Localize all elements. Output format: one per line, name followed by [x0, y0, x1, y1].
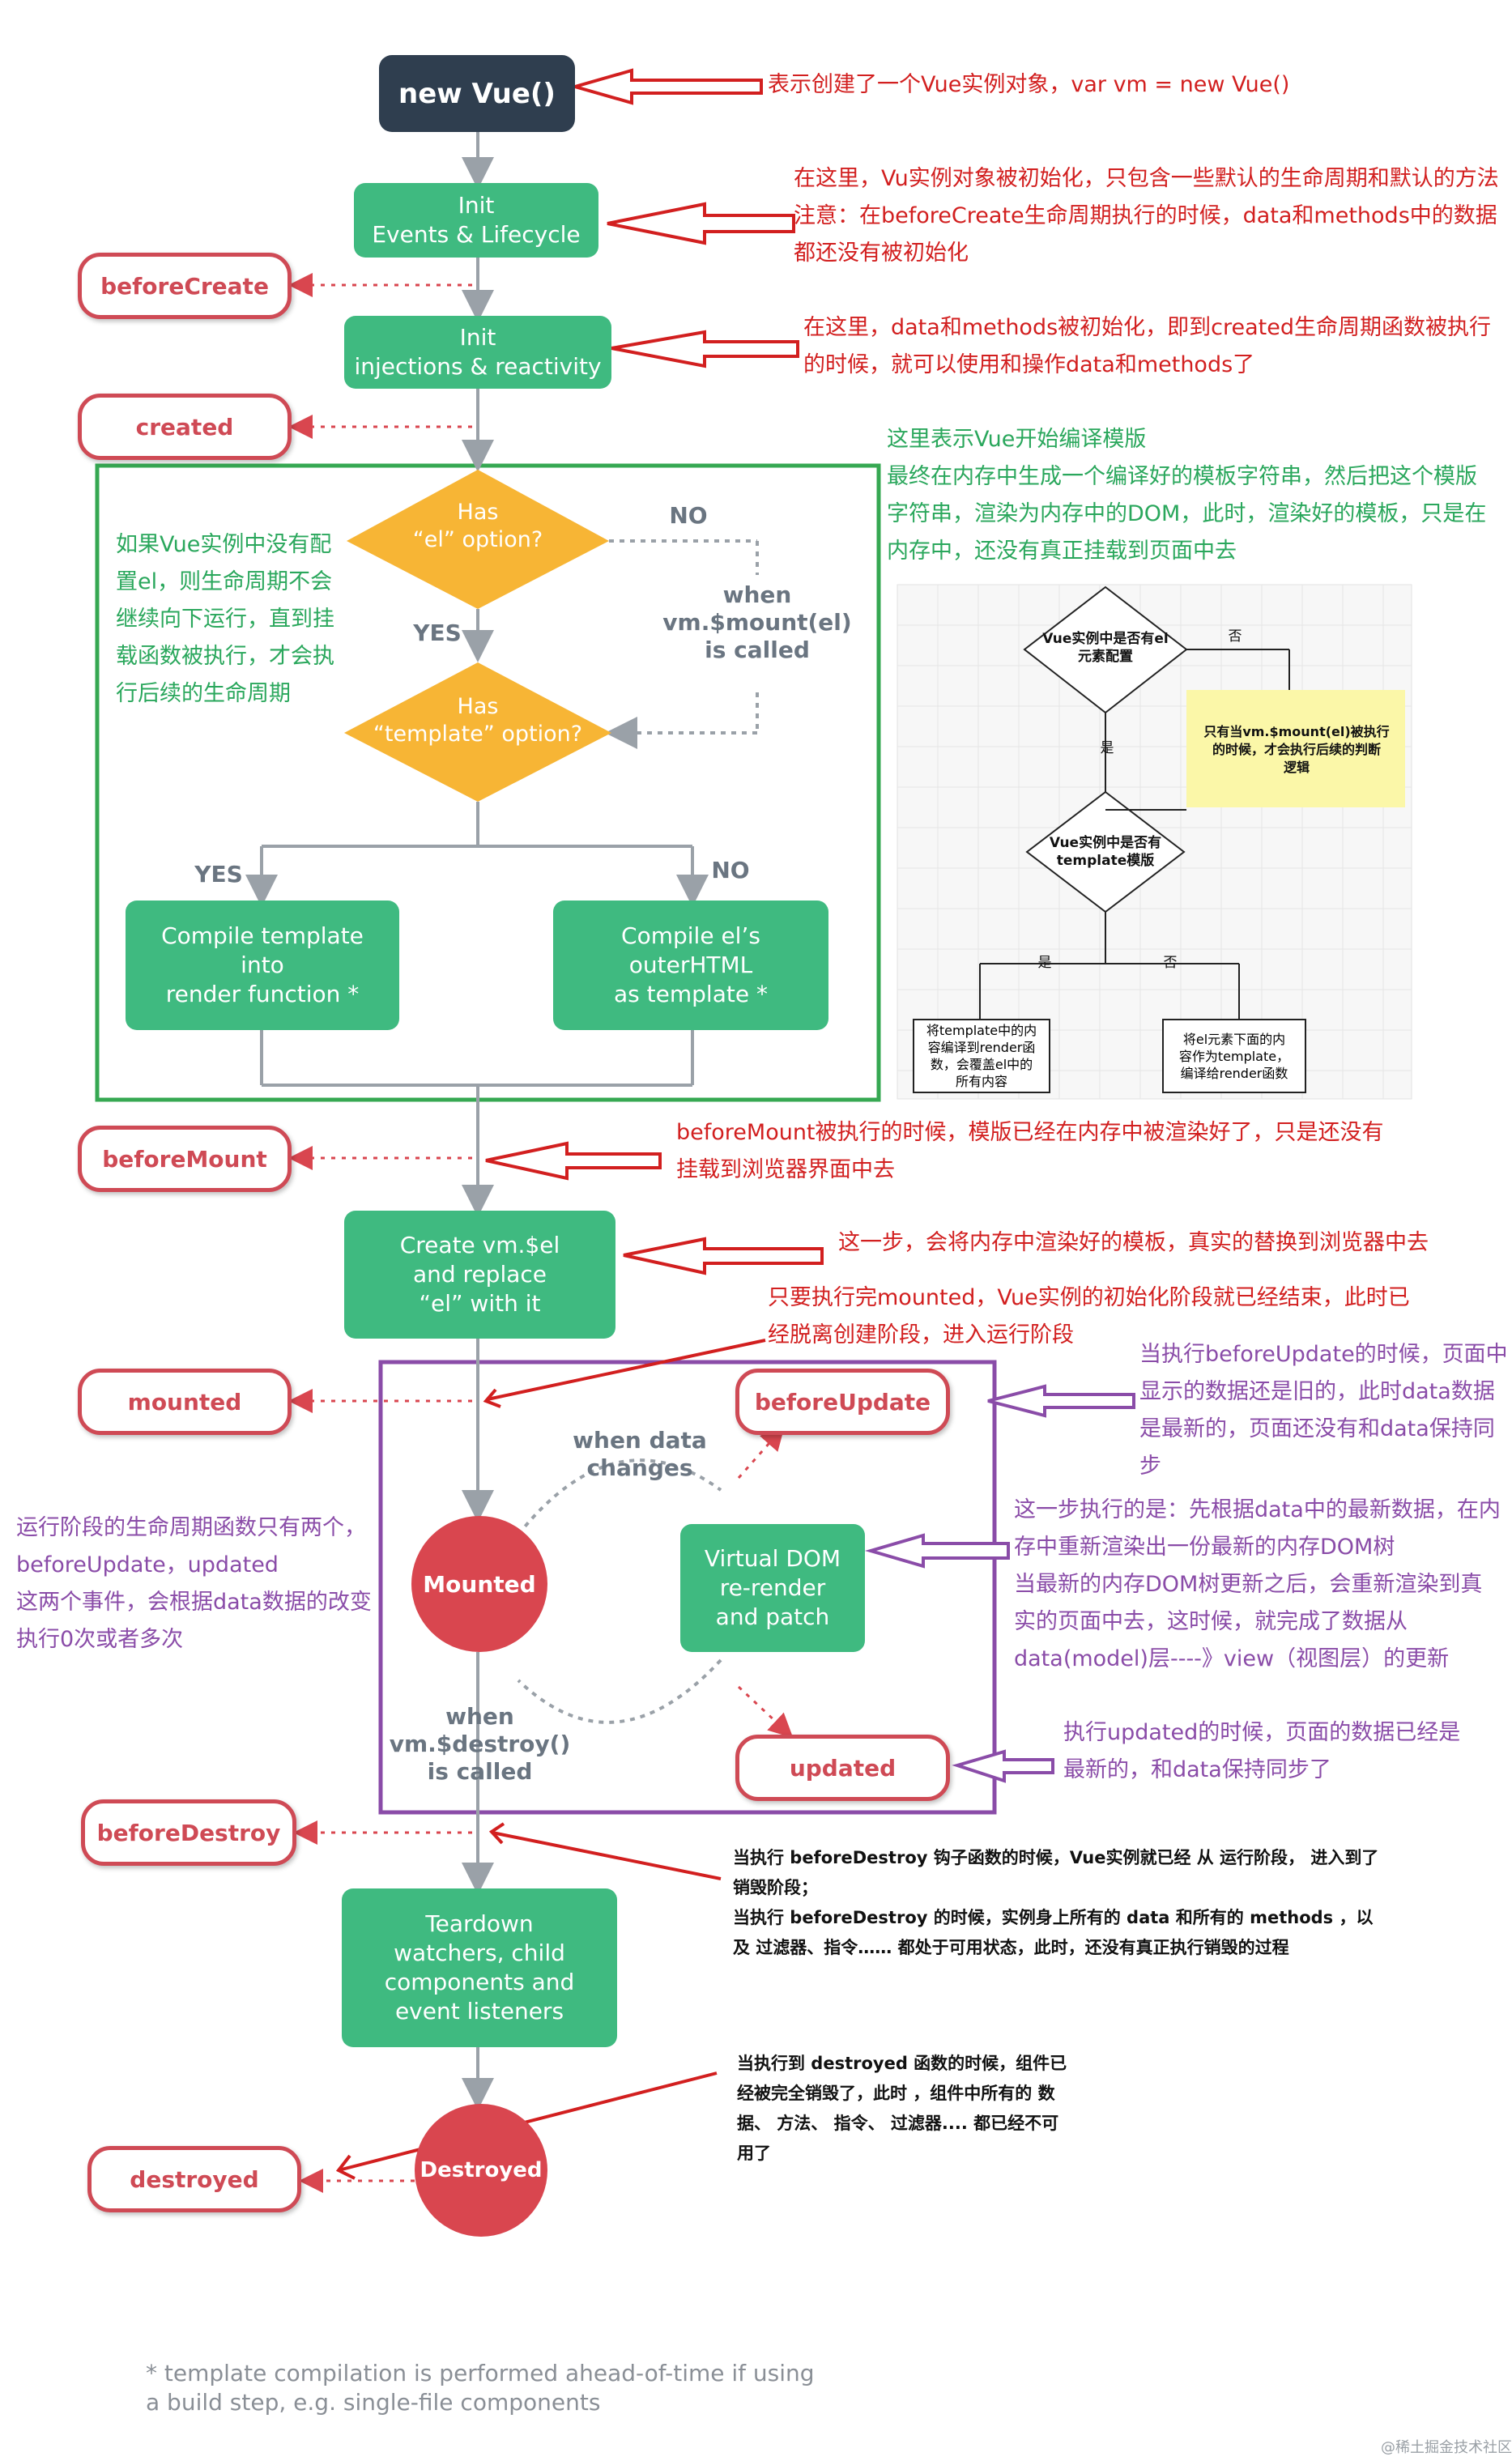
- hook-before-mount: beforeMount: [78, 1126, 292, 1192]
- hook-before-update: beforeUpdate: [735, 1369, 950, 1435]
- hook-destroyed: destroyed: [87, 2146, 301, 2212]
- mounted-circle: Mounted: [411, 1516, 547, 1652]
- update-loop: [517, 1458, 722, 1724]
- note-compile: 这里表示Vue开始编译模版 最终在内存中生成一个编译好的模板字符串，然后把这个模…: [887, 427, 1487, 564]
- create-el-node: Create vm.$el and replace “el” with it: [344, 1211, 615, 1339]
- note-created: 在这里，data和methods被初始化，即到created生命周期函数被执行 …: [803, 315, 1491, 377]
- note-before-update: 当执行beforeUpdate的时候，页面中 显示的数据还是旧的，此时data数…: [1139, 1342, 1508, 1479]
- note-before-mount: beforeMount被执行的时候，模版已经在内存中被渲染好了，只是还没有 挂载…: [676, 1120, 1384, 1182]
- mini-flow-panel: [897, 584, 1412, 1100]
- has-el-text: Has “el” option?: [412, 500, 543, 552]
- label-yes-el: YES: [413, 620, 462, 646]
- mini-yes2: 是: [1037, 955, 1052, 971]
- note-updated: 执行updated的时候，页面的数据已经是 最新的，和data保持同步了: [1063, 1720, 1461, 1782]
- note-mounted: 只要执行完mounted，Vue实例的初始化阶段就已经结束，此时已 经脱离创建阶…: [768, 1285, 1410, 1348]
- new-vue-node: new Vue(): [379, 55, 575, 132]
- compile-template-node: Compile template into render function *: [126, 901, 399, 1030]
- label-no-template: NO: [711, 857, 750, 883]
- mini-q2: Vue实例中是否有 template模版: [1049, 835, 1162, 869]
- mini-box1: 将template中的内 容编译到render函 数，会覆盖el中的 所有内容: [913, 1019, 1050, 1093]
- has-el-diamond: [347, 470, 609, 609]
- has-template-text: Has “template” option?: [373, 694, 583, 747]
- mini-yes1: 是: [1100, 740, 1114, 756]
- label-when-mount: when vm.$mount(el) is called: [662, 581, 852, 663]
- note-no-el: 如果Vue实例中没有配 置el，则生命周期不会 继续向下运行，直到挂 载函数被执…: [116, 532, 334, 706]
- note-running: 运行阶段的生命周期函数只有两个， beforeUpdate，updated 这两…: [16, 1515, 372, 1652]
- label-yes-template: YES: [194, 861, 243, 888]
- purple-arrows: [864, 1384, 1135, 1783]
- mini-sticky: 只有当vm.$mount(el)被执行 的时候，才会执行后续的判断 逻辑: [1203, 724, 1390, 775]
- label-no-el: NO: [669, 502, 708, 529]
- compile-el-node: Compile el’s outerHTML as template *: [553, 901, 828, 1030]
- init-injections-node: Init injections & reactivity: [344, 316, 611, 389]
- main-connectors: [245, 132, 709, 2110]
- mini-no1: 否: [1228, 628, 1242, 645]
- running-phase-frame: [378, 1360, 997, 1815]
- note-destroyed: 当执行到 destroyed 函数的时候，组件已 经被完全销毁了，此时 ，组件中…: [737, 2054, 1067, 2163]
- teardown-node: Teardown watchers, child components and …: [342, 1888, 617, 2047]
- label-when-data-changes: when data changes: [573, 1427, 707, 1481]
- hook-updated: updated: [735, 1735, 950, 1801]
- note-virtual-dom: 这一步执行的是：先根据data中的最新数据，在内 存中重新渲染出一份最新的内存D…: [1014, 1497, 1501, 1671]
- mini-box2: 将el元素下面的内 容作为template， 编译给render函数: [1162, 1019, 1306, 1093]
- init-events-node: Init Events & Lifecycle: [354, 183, 598, 258]
- annotation-lines: [335, 1339, 766, 2180]
- virtual-dom-node: Virtual DOM re-render and patch: [680, 1524, 865, 1652]
- label-when-destroy: when vm.$destroy() is called: [389, 1703, 571, 1785]
- mini-no2: 否: [1163, 955, 1178, 971]
- footnote: * template compilation is performed ahea…: [146, 2360, 815, 2416]
- hook-connectors: [288, 273, 794, 2193]
- note-create-el: 这一步，会将内存中渲染好的模板，真实的替换到浏览器中去: [838, 1230, 1429, 1255]
- note-before-create: 在这里，Vu实例对象被初始化，只包含一些默认的生命周期和默认的方法 注意：在be…: [794, 166, 1499, 266]
- hook-mounted: mounted: [78, 1369, 292, 1435]
- hook-before-destroy: beforeDestroy: [81, 1799, 296, 1866]
- hook-created: created: [78, 394, 292, 460]
- destroyed-circle: Destroyed: [415, 2104, 547, 2237]
- has-template-diamond: [344, 662, 611, 802]
- mini-q1: Vue实例中是否有el 元素配置: [1042, 631, 1169, 665]
- watermark: @稀土掘金技术社区: [1381, 2439, 1512, 2456]
- annotation-arrows: [485, 68, 824, 1275]
- note-before-destroy: 当执行 beforeDestroy 钩子函数的时候，Vue实例就已经 从 运行阶…: [733, 1848, 1379, 1957]
- no-el-path: [605, 539, 759, 749]
- note-new-vue: 表示创建了一个Vue实例对象，var vm = new Vue(): [768, 72, 1290, 97]
- hook-before-create: beforeCreate: [78, 253, 292, 319]
